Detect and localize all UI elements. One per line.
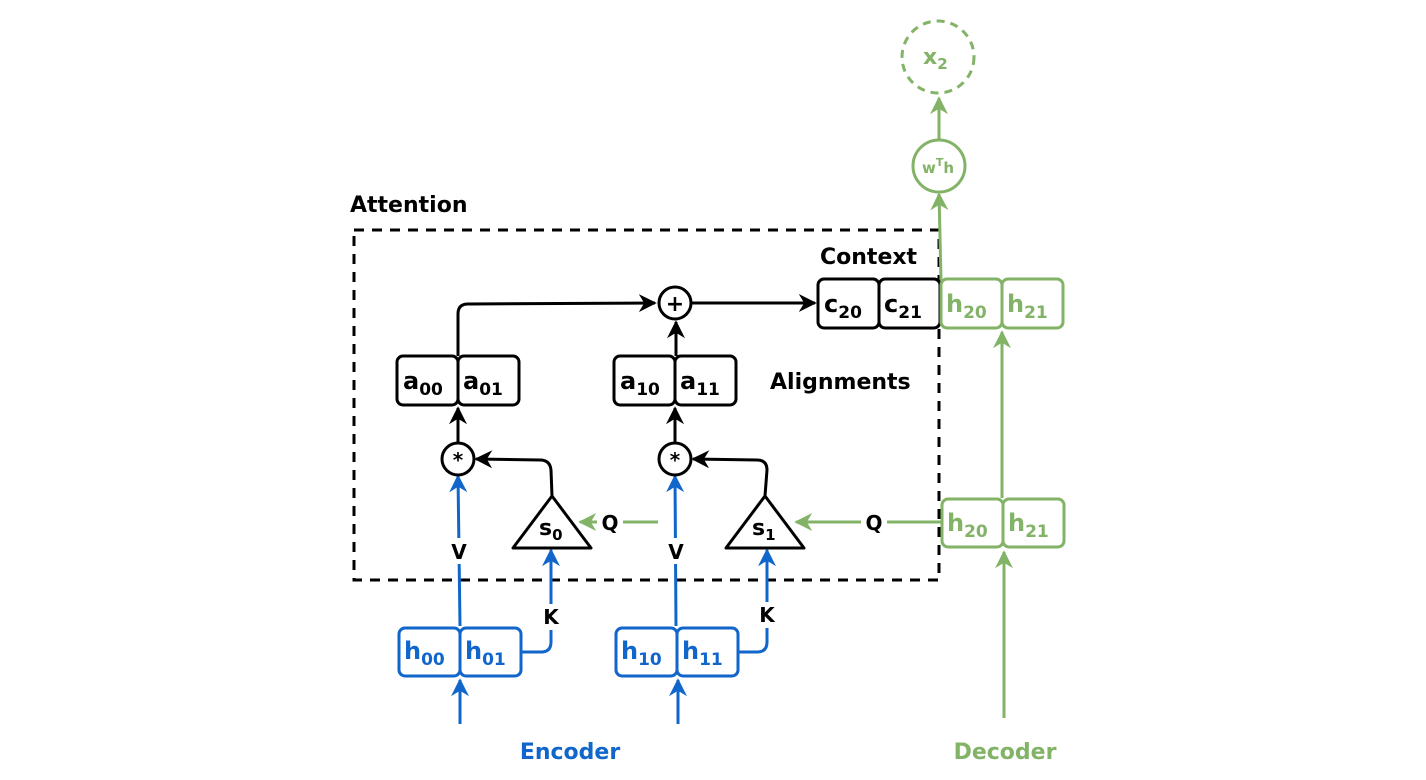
alignment-cell-1: a10 a11 bbox=[612, 354, 738, 407]
arrow-upper-to-output-layer bbox=[930, 192, 949, 281]
svg-text:x2: x2 bbox=[923, 45, 948, 73]
arrow-a0-to-plus bbox=[456, 294, 657, 356]
arrow-s0-to-mult0 bbox=[474, 450, 554, 497]
context-label: Context bbox=[820, 245, 918, 270]
svg-text:h10: h10 bbox=[621, 637, 662, 670]
svg-text:s1: s1 bbox=[752, 516, 776, 544]
svg-text:h01: h01 bbox=[465, 637, 506, 670]
q1-label: Q bbox=[865, 511, 882, 535]
svg-text:wTh: wTh bbox=[922, 156, 954, 177]
attention-label: Attention bbox=[350, 193, 467, 218]
alignments-label: Alignments bbox=[770, 370, 911, 395]
svg-text:+: + bbox=[666, 292, 684, 317]
decoder-label: Decoder bbox=[954, 740, 1057, 765]
arrow-s1-to-mult1 bbox=[691, 450, 769, 497]
context-cell: c20 c21 bbox=[816, 277, 942, 330]
encoder-state-1: h10 h11 bbox=[614, 626, 740, 678]
attention-box bbox=[352, 228, 941, 582]
output-layer-node: wTh bbox=[911, 138, 967, 194]
multiply-node-1: * bbox=[657, 441, 693, 477]
multiply-node-0: * bbox=[440, 441, 476, 477]
svg-text:a01: a01 bbox=[463, 367, 503, 400]
svg-text:h20: h20 bbox=[947, 509, 988, 542]
decoder-state-lower: h20 h21 bbox=[940, 497, 1066, 549]
arrow-k0 bbox=[521, 548, 560, 654]
score-node-1: s1 bbox=[724, 494, 806, 550]
svg-text:h21: h21 bbox=[1007, 290, 1048, 323]
svg-text:a11: a11 bbox=[680, 367, 720, 400]
svg-text:c21: c21 bbox=[884, 290, 922, 323]
svg-text:*: * bbox=[453, 448, 464, 472]
decoder-state-upper: h20 h21 bbox=[939, 277, 1065, 330]
svg-text:h21: h21 bbox=[1008, 509, 1049, 542]
svg-text:a10: a10 bbox=[620, 367, 660, 400]
output-node: x2 bbox=[900, 19, 976, 95]
svg-text:h00: h00 bbox=[404, 637, 445, 670]
q0-label: Q bbox=[601, 511, 618, 535]
v0-label: V bbox=[451, 540, 467, 564]
v1-label: V bbox=[668, 540, 684, 564]
encoder-label: Encoder bbox=[520, 740, 621, 765]
plus-node: + bbox=[657, 285, 693, 321]
svg-text:s0: s0 bbox=[539, 516, 563, 544]
k0-label: K bbox=[543, 605, 560, 629]
svg-text:*: * bbox=[670, 448, 681, 472]
alignment-cell-0: a00 a01 bbox=[395, 354, 521, 407]
encoder-state-0: h00 h01 bbox=[397, 626, 523, 678]
arrow-k1 bbox=[739, 548, 776, 654]
svg-text:c20: c20 bbox=[824, 290, 862, 323]
svg-text:h11: h11 bbox=[682, 637, 723, 670]
svg-text:h20: h20 bbox=[946, 290, 987, 323]
k1-label: K bbox=[759, 603, 776, 627]
score-node-0: s0 bbox=[511, 494, 593, 550]
svg-text:a00: a00 bbox=[403, 367, 443, 400]
